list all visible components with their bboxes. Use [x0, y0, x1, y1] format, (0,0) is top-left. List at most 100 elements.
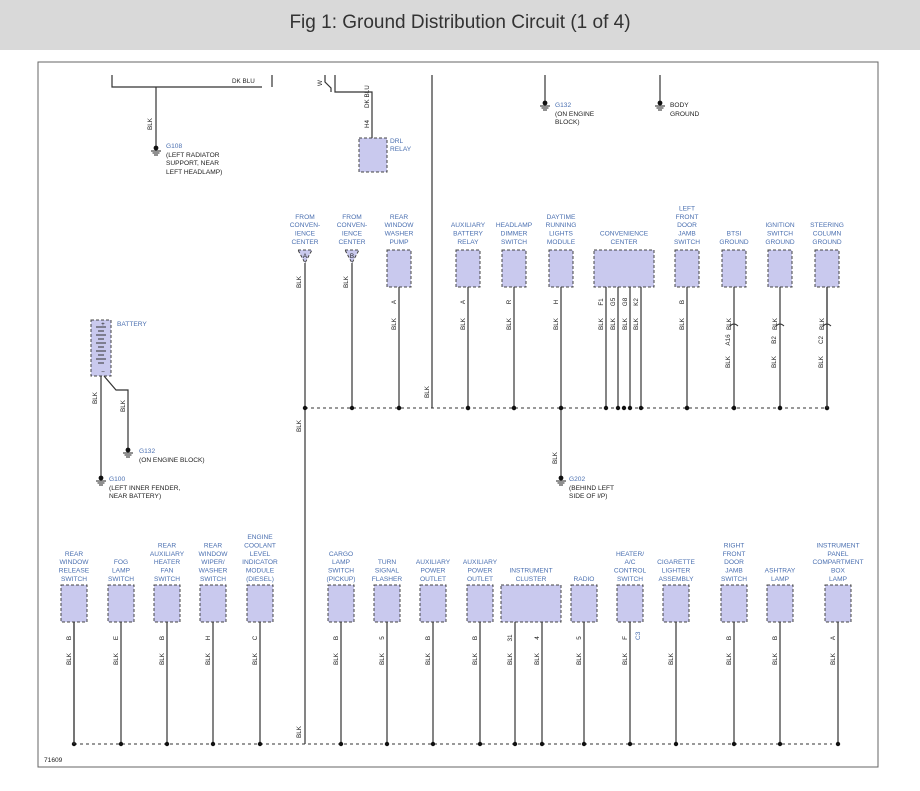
upper-component-1-label-line-1: FROM — [295, 214, 314, 221]
wire-color: BLK — [772, 317, 779, 330]
lower-component-14-label-line-2: FRONT — [723, 551, 746, 558]
lower-component-4-label-line-4: WASHER — [199, 568, 228, 575]
pin-label: A — [391, 299, 398, 304]
pin-label: G5 — [610, 297, 617, 306]
bus-junction — [603, 405, 609, 411]
trunk-wire-color-1: BLK — [296, 419, 303, 432]
bus-junction — [627, 405, 633, 411]
component-box — [767, 249, 793, 288]
splice-label: B2 — [771, 336, 778, 344]
lower-component-8-label-line-2: POWER — [421, 568, 446, 575]
lower-component-3-label-line-3: HEATER — [154, 559, 180, 566]
lower-component-16-label-line-1: INSTRUMENT — [816, 542, 859, 549]
wire-color: BLK — [772, 652, 779, 665]
battery-wire-color-1: BLK — [92, 391, 99, 404]
lower-component-15-label-line-2: LAMP — [771, 576, 790, 583]
bus-junction-main — [511, 405, 517, 411]
g100-id: G100 — [109, 476, 125, 483]
pin-label: B — [679, 300, 686, 304]
wire-color: BLK — [819, 317, 826, 330]
bus-junction — [731, 741, 737, 747]
wire-color: BLK — [726, 652, 733, 665]
upper-component-4-label-line-2: BATTERY — [453, 231, 483, 238]
dk-blu-wire — [111, 75, 262, 88]
lower-component-12-label-line-3: CONTROL — [614, 568, 647, 575]
lower-component-3-label-line-1: REAR — [158, 542, 177, 549]
lower-component-5-label-line-1: ENGINE — [247, 534, 273, 541]
wire-color: BLK — [598, 317, 605, 330]
splice-label: A16 — [725, 334, 732, 346]
component-box — [593, 249, 655, 288]
body-ground-icon — [655, 100, 665, 111]
bus-junction — [512, 741, 518, 747]
bus-junction — [257, 741, 263, 747]
component-box — [616, 584, 644, 623]
upper-component-2-label-line-1: FROM — [342, 214, 361, 221]
bus-junction-main — [731, 405, 737, 411]
lower-component-3-label-line-5: SWITCH — [154, 576, 180, 583]
bus-junction — [338, 741, 344, 747]
battery-g132-wire — [103, 375, 129, 450]
pin-label: B — [425, 636, 432, 640]
splice-wire-color: BLK — [771, 355, 778, 368]
lower-component-12-label-line-2: A/C — [625, 559, 636, 566]
drl-dkblu-wire — [334, 75, 373, 138]
lower-component-14-label-line-4: JAMB — [725, 568, 743, 575]
upper-component-7-label-line-2: CENTER — [610, 239, 637, 246]
bus-junction-main — [777, 405, 783, 411]
lower-component-4-label-line-3: WIPER/ — [201, 559, 225, 566]
component-box — [548, 249, 574, 288]
g108-desc-2: SUPPORT, NEAR — [166, 160, 219, 167]
bus-junction-main — [558, 405, 564, 411]
wire-color: BLK — [460, 317, 467, 330]
upper-component-3-label-line-2: WINDOW — [385, 222, 415, 229]
pin-label: A — [830, 635, 837, 640]
pin-label: B — [772, 636, 779, 640]
upper-component-3-label-line-1: REAR — [390, 214, 409, 221]
upper-component-1-label-line-4: CENTER — [291, 239, 318, 246]
bus-junction — [581, 741, 587, 747]
component-box — [674, 249, 700, 288]
pin-label: B — [333, 636, 340, 640]
lower-component-12-label-line-1: HEATER/ — [616, 551, 644, 558]
component-box — [720, 584, 748, 623]
lower-component-2-label-line-3: SWITCH — [108, 576, 134, 583]
lower-component-14-label-line-1: RIGHT — [724, 542, 745, 549]
upper-component-11-label-line-1: STEERING — [810, 222, 844, 229]
g100-ground-icon — [96, 475, 106, 486]
pin-label: F — [622, 636, 629, 640]
wire-color: BLK — [296, 275, 303, 288]
bus-junction — [210, 741, 216, 747]
bus-junction — [118, 741, 124, 747]
upper-component-5-label-line-1: HEADLAMP — [496, 222, 533, 229]
bus-junction-main — [396, 405, 402, 411]
bus-junction — [615, 405, 621, 411]
lower-component-14-label-line-3: DOOR — [724, 559, 744, 566]
wire-color: BLK — [425, 652, 432, 665]
lower-component-7-label-line-3: FLASHER — [372, 576, 403, 583]
upper-component-1-label-line-3: IENCE — [295, 231, 316, 238]
pin-label: K2 — [633, 298, 640, 306]
lower-component-1-label-line-1: REAR — [65, 551, 84, 558]
pin-label: R — [506, 299, 513, 304]
upper-component-1-label-line-2: CONVEN- — [290, 222, 320, 229]
lower-component-9-label-line-3: OUTLET — [467, 576, 493, 583]
upper-component-10-label-line-1: IGNITION — [765, 222, 795, 229]
upper-component-10-label-line-2: SWITCH — [767, 231, 793, 238]
connector-triangle — [344, 249, 360, 265]
component-box — [373, 584, 401, 623]
bus-junction-main — [684, 405, 690, 411]
component-box — [419, 584, 447, 623]
lower-component-16-label-line-5: LAMP — [829, 576, 848, 583]
